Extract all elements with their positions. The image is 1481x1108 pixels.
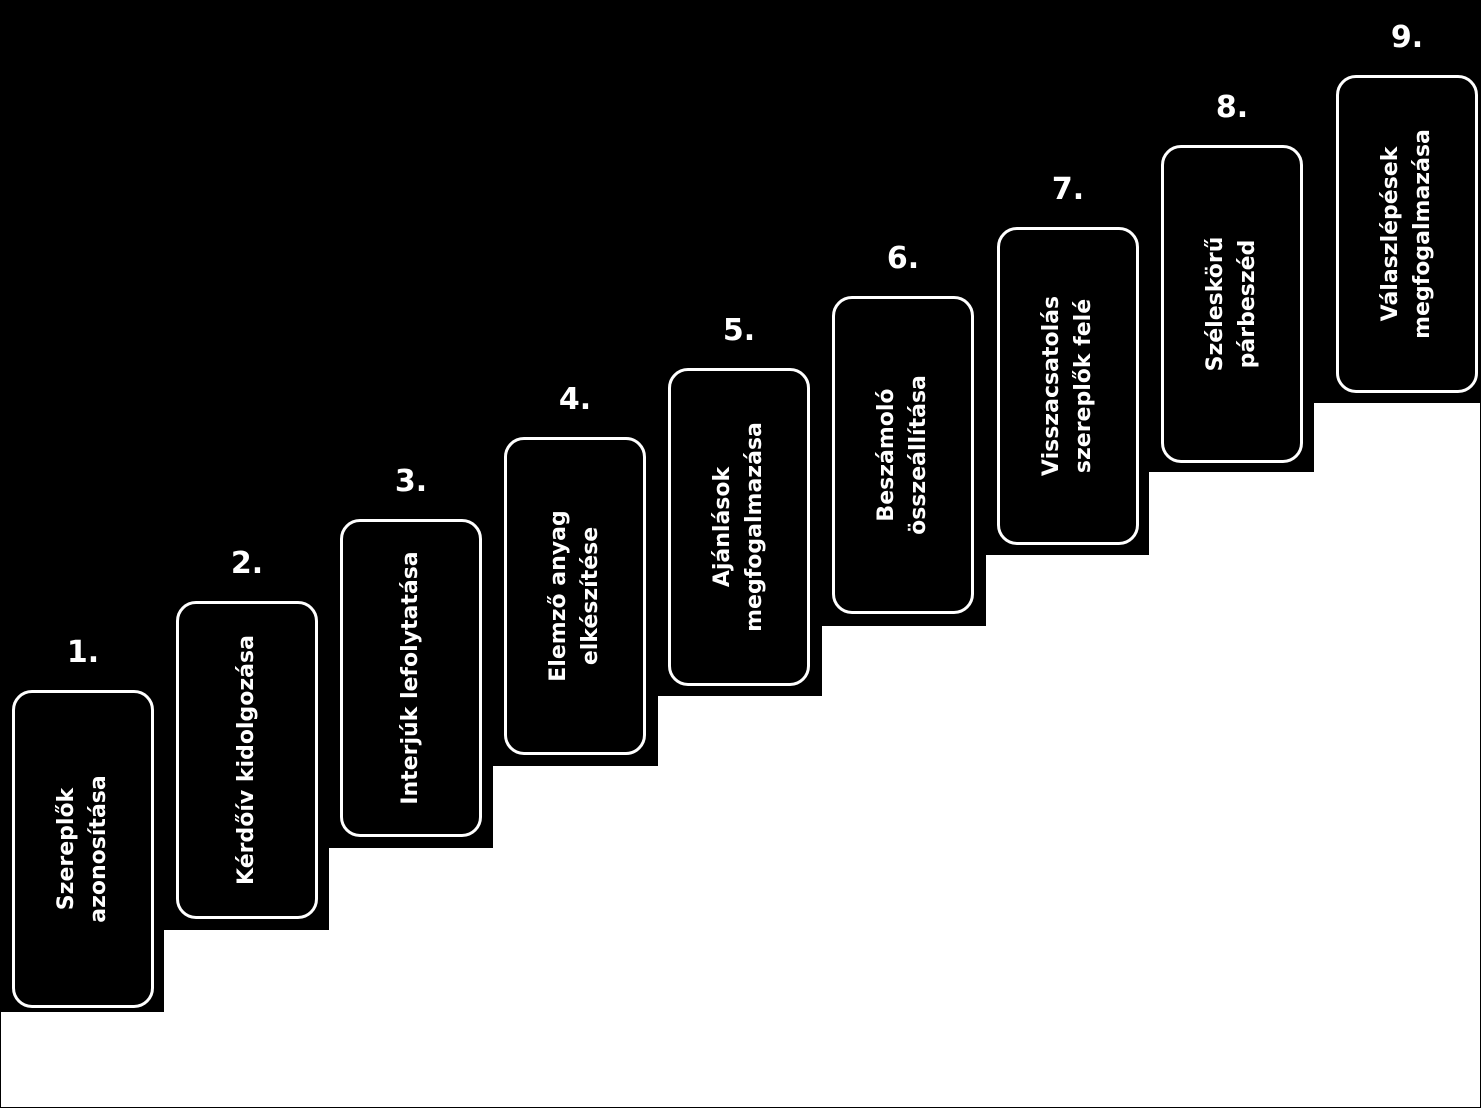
step-3-number: 3.: [394, 464, 428, 499]
step-5-box: Ajánlások megfogalmazása: [668, 368, 810, 686]
step-9-label: Válaszlépések megfogalmazása: [1378, 129, 1435, 339]
step-1-label: Szereplők azonosítása: [54, 775, 111, 923]
step-2-label: Kérdőív kidolgozása: [234, 635, 260, 885]
step-5-number: 5.: [722, 313, 756, 348]
step-6-number: 6.: [886, 241, 920, 276]
step-8-label: Széleskörű párbeszéd: [1203, 236, 1260, 372]
step-2-number: 2.: [230, 546, 264, 581]
step-5-label: Ajánlások megfogalmazása: [710, 422, 767, 632]
step-6-box: Beszámoló összeállítása: [832, 296, 974, 614]
step-3-label: Interjúk lefolytatása: [398, 551, 424, 805]
step-9-number: 9.: [1390, 20, 1424, 55]
step-3-box: Interjúk lefolytatása: [340, 519, 482, 837]
step-4-label: Elemző anyag elkészítése: [546, 510, 603, 682]
step-8-box: Széleskörű párbeszéd: [1161, 145, 1303, 463]
step-7-label: Visszacsatolás szereplők felé: [1039, 295, 1096, 477]
step-1-number: 1.: [66, 635, 100, 670]
step-6-label: Beszámoló összeállítása: [874, 375, 931, 535]
step-8-number: 8.: [1215, 90, 1249, 125]
step-4-number: 4.: [558, 382, 592, 417]
step-1-box: Szereplők azonosítása: [12, 690, 154, 1008]
step-4-box: Elemző anyag elkészítése: [504, 437, 646, 755]
step-7-number: 7.: [1051, 172, 1085, 207]
step-7-box: Visszacsatolás szereplők felé: [997, 227, 1139, 545]
step-9-box: Válaszlépések megfogalmazása: [1336, 75, 1478, 393]
step-2-box: Kérdőív kidolgozása: [176, 601, 318, 919]
